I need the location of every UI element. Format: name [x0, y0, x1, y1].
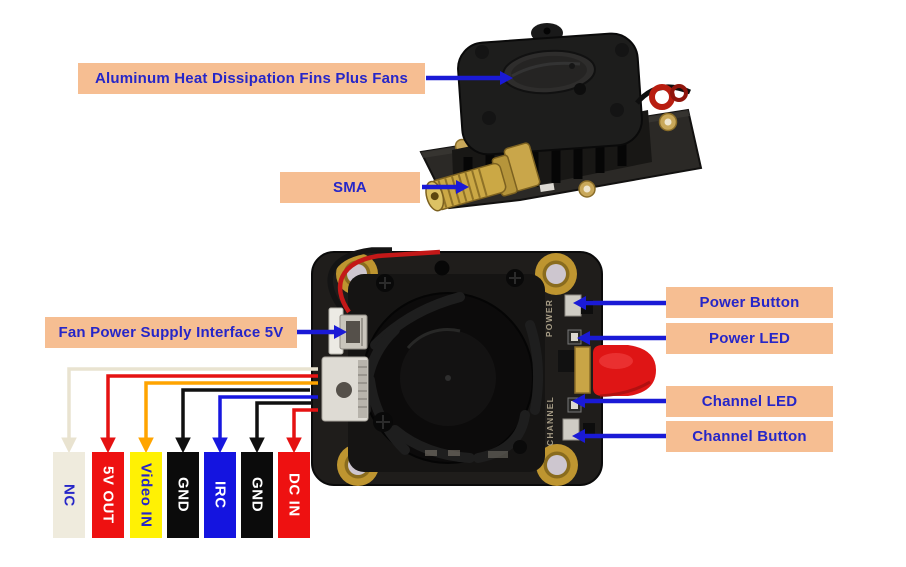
arrow-channel-button: [572, 429, 666, 443]
fan-wires-side: [635, 84, 692, 110]
silkscreen-channel: CHANNEL: [545, 396, 555, 446]
sma-connector: [425, 142, 541, 212]
vtx-top-photo: POWER CHANNEL: [311, 247, 656, 486]
pin-label-5v-out: 5V OUT: [92, 452, 124, 538]
wire-gnd-1: [175, 388, 310, 454]
pin-harness-connector: [321, 356, 369, 422]
arrow-power-button: [573, 296, 666, 310]
cooling-fan-top: [348, 260, 545, 472]
arrow-power-led: [577, 331, 666, 345]
callout-arrows: [297, 71, 666, 443]
pin-label-irc: IRC: [204, 452, 236, 538]
callout-fan-power: Fan Power Supply Interface 5V: [45, 317, 297, 348]
arrow-sma: [422, 180, 469, 194]
cooling-fan-side: [457, 23, 643, 156]
sma-antenna-mount: [558, 345, 656, 398]
pin-wire-annotations: [61, 367, 318, 454]
arrow-heatsink: [426, 71, 513, 85]
callout-channel-led: Channel LED: [666, 386, 833, 417]
wire-gnd-2: [249, 401, 312, 454]
pin-label-video-in: Video IN: [130, 452, 162, 538]
callout-heatsink: Aluminum Heat Dissipation Fins Plus Fans: [78, 63, 425, 94]
arrow-fan-power: [297, 325, 347, 339]
sma-red-cap: [593, 345, 656, 396]
vtx-side-photo: [419, 23, 703, 212]
pin-label-nc: NC: [53, 452, 85, 538]
callout-sma: SMA: [280, 172, 420, 203]
power-led-component: [567, 329, 582, 345]
pin-label-gnd-2: GND: [241, 452, 273, 538]
fan-power-connector: [327, 247, 441, 355]
wire-dc-in: [286, 408, 318, 454]
wire-video-in: [138, 381, 318, 454]
pin-label-dc-in: DC IN: [278, 452, 310, 538]
silkscreen-power: POWER: [544, 299, 554, 337]
wire-5v-out: [100, 374, 318, 454]
wire-irc: [212, 395, 318, 454]
wire-nc: [61, 367, 318, 454]
arrow-channel-led: [572, 394, 666, 408]
callout-power-led: Power LED: [666, 323, 833, 354]
pin-label-gnd-1: GND: [167, 452, 199, 538]
callout-power-button: Power Button: [666, 287, 833, 318]
callout-channel-button: Channel Button: [666, 421, 833, 452]
